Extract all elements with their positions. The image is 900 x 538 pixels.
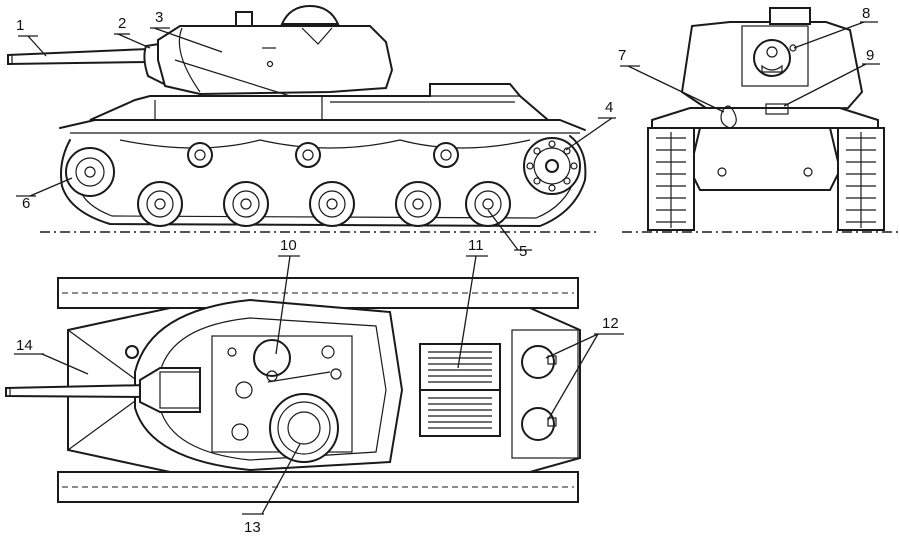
callout-14: 14 [16, 337, 33, 354]
callout-10: 10 [280, 237, 297, 254]
callout-9: 9 [866, 47, 874, 64]
side-callouts: 1 2 3 4 5 6 [16, 9, 616, 260]
callout-6: 6 [22, 195, 30, 212]
side-view: 1 2 3 4 5 6 [7, 4, 616, 260]
top-fuel-caps [521, 345, 557, 441]
top-turret [134, 298, 404, 472]
side-gun-barrel [7, 47, 149, 66]
top-gun-barrel [5, 383, 149, 399]
callout-11: 11 [468, 237, 484, 254]
top-callouts: 10 11 12 13 14 [14, 237, 624, 536]
callout-5: 5 [519, 243, 527, 260]
callout-2: 2 [118, 15, 126, 32]
side-drive-sprocket [523, 137, 581, 195]
front-view: 7 8 9 [618, 5, 898, 233]
top-view: 10 11 12 13 14 [5, 237, 624, 536]
side-idler-wheel [65, 147, 115, 197]
callout-3: 3 [155, 9, 163, 26]
callout-8: 8 [862, 5, 870, 22]
front-callouts: 7 8 9 [618, 5, 880, 113]
side-hull [59, 83, 586, 134]
side-return-rollers [187, 142, 459, 168]
top-mantlet [125, 345, 201, 413]
front-left-track [647, 127, 695, 231]
side-turret [157, 4, 394, 97]
side-road-wheels [137, 181, 511, 227]
callout-1: 1 [16, 17, 24, 34]
front-turret [680, 7, 864, 114]
callout-13: 13 [244, 519, 261, 536]
front-right-track [837, 127, 885, 231]
callout-7: 7 [618, 47, 626, 64]
callout-12: 12 [602, 315, 619, 332]
callout-4: 4 [605, 99, 613, 116]
